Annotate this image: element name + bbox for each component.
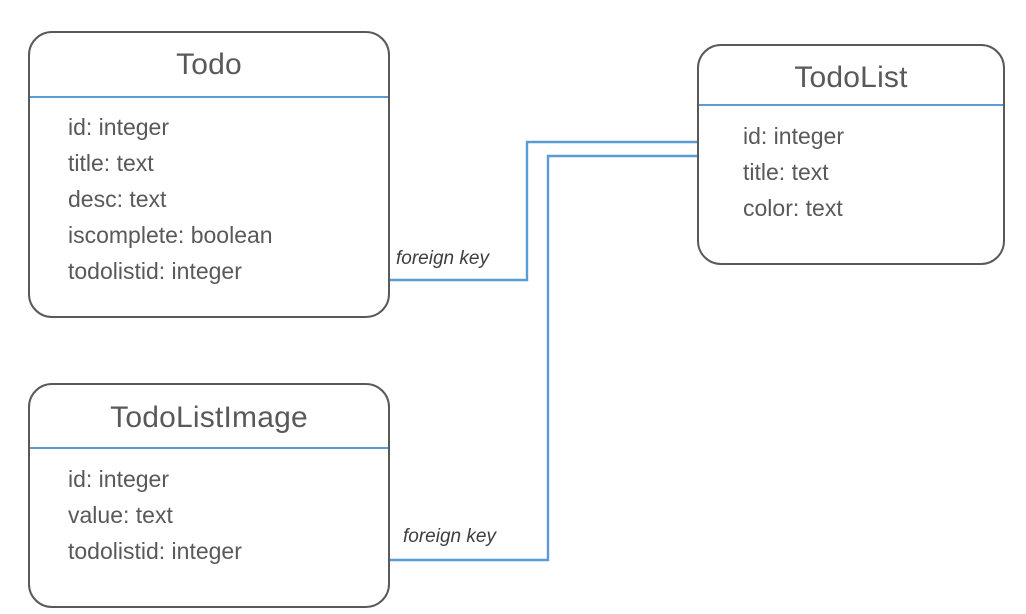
entity-todolistimage[interactable]: TodoListImage id: integer value: text to… [28,383,390,608]
entity-todo-fields: id: integer title: text desc: text iscom… [30,109,388,289]
entity-todolist-divider [699,104,1003,106]
entity-field: color: text [743,195,843,221]
entity-todo-divider [30,96,388,98]
entity-todolistimage-title: TodoListImage [110,401,308,434]
entity-todolist[interactable]: TodoList id: integer title: text color: … [697,44,1005,265]
entity-todo[interactable]: Todo id: integer title: text desc: text … [28,31,390,318]
entity-field: id: integer [68,466,170,492]
entity-todolist-fields: id: integer title: text color: text [699,118,1003,226]
entity-todolist-title: TodoList [794,61,908,94]
entity-field: desc: text [68,186,167,212]
entity-field: iscomplete: boolean [68,222,273,248]
relationship-label-todo-to-todolist: foreign key [392,246,493,272]
entity-field: todolistid: integer [68,538,242,564]
entity-field: id: integer [68,114,170,140]
relationship-label-todolistimage-to-todolist: foreign key [399,524,500,550]
entity-todo-title: Todo [176,48,242,81]
entity-todolistimage-fields: id: integer value: text todolistid: inte… [30,461,388,569]
entity-field: value: text [68,502,173,528]
entity-field: title: text [68,150,154,176]
entity-field: todolistid: integer [68,258,242,284]
entity-field: id: integer [743,123,845,149]
entity-todolistimage-divider [30,447,388,449]
entity-field: title: text [743,159,829,185]
